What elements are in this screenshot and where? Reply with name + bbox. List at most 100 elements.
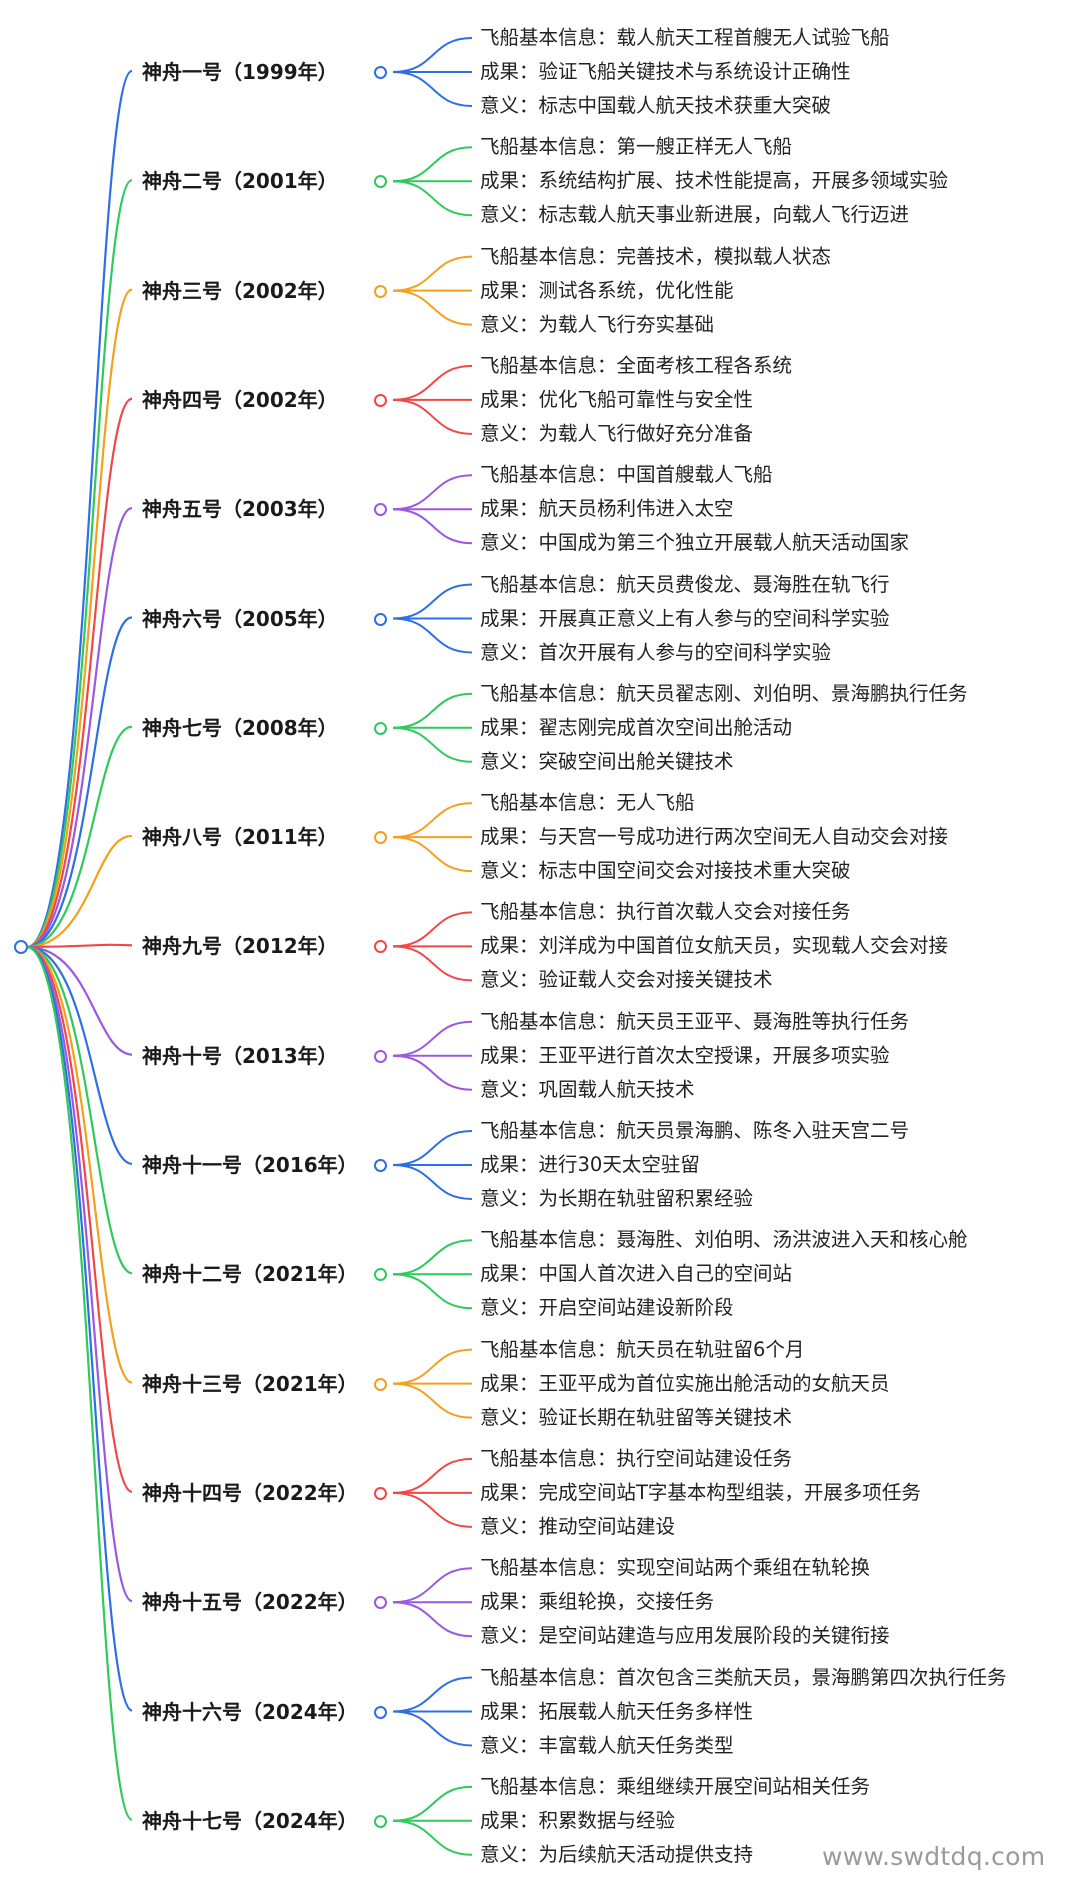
mission-title: 神舟三号（2002年） bbox=[142, 278, 338, 303]
branch-connector bbox=[26, 288, 133, 949]
mission-node bbox=[374, 284, 387, 298]
mission-detail: 飞船基本信息：航天员费俊龙、聂海胜在轨飞行 bbox=[480, 572, 890, 596]
detail-connector bbox=[392, 1348, 473, 1385]
detail-connector bbox=[392, 180, 473, 217]
detail-connector bbox=[392, 1819, 473, 1856]
detail-connector bbox=[392, 583, 473, 620]
mission-detail: 成果：积累数据与经验 bbox=[480, 1808, 676, 1832]
mission-detail: 意义：开启空间站建设新阶段 bbox=[480, 1296, 734, 1320]
branch-connector bbox=[26, 397, 133, 949]
mission-title: 神舟十三号（2021年） bbox=[142, 1371, 358, 1396]
mission-detail: 意义：为后续航天活动提供支持 bbox=[480, 1842, 754, 1866]
mission-detail: 成果：优化飞船可靠性与安全性 bbox=[480, 387, 754, 411]
detail-connector bbox=[392, 1676, 473, 1713]
mission-detail: 意义：丰富载人航天任务类型 bbox=[480, 1733, 734, 1757]
mission-node bbox=[374, 1159, 387, 1172]
mission-detail: 意义：为长期在轨驻留积累经验 bbox=[480, 1187, 754, 1210]
mission-detail: 成果：刘洋成为中国首位女航天员，实现载人交会对接 bbox=[480, 934, 949, 958]
mission-detail: 成果：与天宫一号成功进行两次空间无人自动交会对接 bbox=[480, 825, 949, 849]
mission-detail: 飞船基本信息：航天员翟志刚、刘伯明、景海鹏执行任务 bbox=[480, 681, 968, 705]
mission-detail: 成果：拓展载人航天任务多样性 bbox=[480, 1699, 754, 1723]
detail-connector bbox=[392, 37, 473, 73]
branch-connector bbox=[26, 945, 133, 1275]
branch-connector bbox=[26, 507, 133, 949]
detail-connector bbox=[392, 1382, 473, 1419]
branch-connector bbox=[26, 616, 133, 949]
detail-connector bbox=[392, 802, 473, 839]
mission-detail: 意义：巩固载人航天技术 bbox=[480, 1077, 695, 1101]
detail-connector bbox=[392, 1567, 473, 1604]
detail-connector bbox=[392, 617, 473, 654]
mission-node bbox=[374, 1486, 387, 1500]
mission-detail: 意义：为载人飞行做好充分准备 bbox=[480, 421, 754, 445]
watermark: www.swdtdq.com bbox=[822, 1842, 1046, 1871]
branch-connector bbox=[26, 945, 133, 1493]
mission-detail: 飞船基本信息：首次包含三类航天员，景海鹏第四次执行任务 bbox=[480, 1665, 1007, 1689]
mission-node bbox=[374, 1814, 387, 1828]
branch-connector bbox=[26, 69, 133, 949]
mission-detail: 成果：王亚平进行首次太空授课，开展多项实验 bbox=[480, 1043, 890, 1067]
detail-connector bbox=[392, 836, 473, 873]
mission-detail: 飞船基本信息：执行首次载人交会对接任务 bbox=[480, 900, 851, 924]
mission-node bbox=[374, 612, 387, 626]
branch-connector bbox=[26, 945, 133, 1603]
mission-detail: 飞船基本信息：实现空间站两个乘组在轨轮换 bbox=[480, 1556, 871, 1580]
mission-detail: 成果：开展真正意义上有人参与的空间科学实验 bbox=[480, 606, 890, 630]
detail-connector bbox=[392, 1491, 473, 1528]
mission-detail: 飞船基本信息：乘组继续开展空间站相关任务 bbox=[480, 1774, 871, 1798]
branch-connector bbox=[26, 943, 133, 949]
mission-title: 神舟七号（2008年） bbox=[142, 715, 338, 740]
branch-connector bbox=[26, 945, 133, 1384]
mission-detail: 意义：是空间站建造与应用发展阶段的关键衔接 bbox=[480, 1624, 890, 1648]
detail-connector bbox=[392, 255, 473, 292]
mission-node bbox=[374, 503, 387, 517]
mission-detail: 飞船基本信息：第一艘正样无人飞船 bbox=[480, 135, 793, 159]
mission-title: 神舟十四号（2022年） bbox=[142, 1480, 358, 1505]
mission-detail: 飞船基本信息：航天员在轨驻留6个月 bbox=[480, 1337, 805, 1361]
mission-title: 神舟十七号（2024年） bbox=[142, 1808, 358, 1833]
mission-title: 神舟十一号（2016年） bbox=[142, 1153, 358, 1177]
mission-node bbox=[374, 66, 387, 79]
mission-node bbox=[374, 721, 387, 735]
detail-connector bbox=[392, 726, 473, 763]
branch-connector bbox=[26, 179, 133, 949]
detail-connector bbox=[392, 71, 473, 107]
detail-connector bbox=[392, 1785, 473, 1822]
mission-detail: 飞船基本信息：航天员景海鹏、陈冬入驻天宫二号 bbox=[480, 1119, 910, 1142]
mission-detail: 成果：王亚平成为首位实施出舱活动的女航天员 bbox=[480, 1371, 890, 1395]
detail-connector bbox=[392, 1601, 473, 1638]
detail-connector bbox=[392, 911, 473, 948]
detail-connector bbox=[392, 945, 473, 982]
detail-connector bbox=[392, 474, 473, 511]
detail-connector bbox=[392, 1054, 473, 1091]
mission-detail: 意义：标志载人航天事业新进展，向载人飞行迈进 bbox=[480, 203, 910, 227]
mission-detail: 成果：测试各系统，优化性能 bbox=[480, 278, 734, 302]
mission-detail: 成果：翟志刚完成首次空间出舱活动 bbox=[480, 715, 793, 739]
mission-title: 神舟九号（2012年） bbox=[142, 934, 338, 959]
detail-connector bbox=[392, 1239, 473, 1276]
detail-connector bbox=[392, 1130, 473, 1166]
mission-detail: 飞船基本信息：全面考核工程各系统 bbox=[480, 353, 793, 377]
mission-detail: 意义：验证载人交会对接关键技术 bbox=[480, 968, 773, 992]
mission-title: 神舟二号（2001年） bbox=[142, 169, 338, 194]
mission-detail: 飞船基本信息：中国首艘载人飞船 bbox=[480, 463, 773, 487]
mission-detail: 成果：完成空间站T字基本构型组装，开展多项任务 bbox=[480, 1480, 921, 1504]
mission-title: 神舟五号（2003年） bbox=[142, 497, 338, 522]
mission-node bbox=[374, 1049, 387, 1063]
detail-connector bbox=[392, 692, 473, 729]
detail-connector bbox=[392, 508, 473, 545]
mission-detail: 飞船基本信息：聂海胜、刘伯明、汤洪波进入天和核心舱 bbox=[480, 1228, 968, 1252]
detail-connector bbox=[392, 146, 473, 183]
branch-connector bbox=[26, 945, 133, 1166]
branch-connector bbox=[26, 945, 133, 1056]
detail-connector bbox=[392, 1020, 473, 1057]
mission-detail: 成果：航天员杨利伟进入太空 bbox=[480, 497, 734, 521]
mission-node bbox=[374, 393, 387, 407]
mission-detail: 飞船基本信息：完善技术，模拟载人状态 bbox=[480, 244, 832, 268]
mission-title: 神舟一号（1999年） bbox=[142, 60, 338, 84]
mission-title: 神舟十号（2013年） bbox=[142, 1043, 338, 1068]
branch-connector bbox=[26, 945, 133, 1712]
mission-detail: 意义：标志中国载人航天技术获重大突破 bbox=[480, 94, 832, 117]
detail-connector bbox=[392, 398, 473, 435]
